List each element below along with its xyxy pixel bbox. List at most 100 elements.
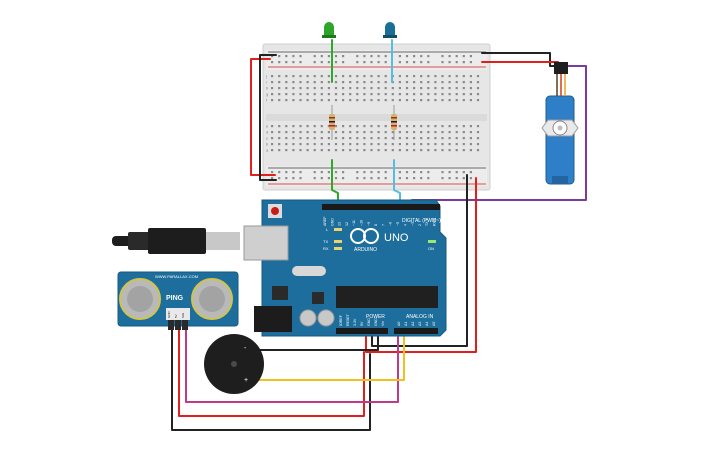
rx-led-label: RX (323, 246, 329, 251)
breadboard-hole (377, 177, 380, 180)
resistor-blue-led[interactable] (391, 105, 397, 140)
breadboard-hole (391, 137, 394, 140)
breadboard-hole (306, 99, 309, 102)
breadboard-hole (391, 93, 394, 96)
breadboard-hole (363, 171, 366, 174)
breadboard-hole (342, 143, 345, 146)
breadboard-hole (441, 171, 444, 174)
wire-red-servo-power[interactable] (481, 61, 559, 71)
breadboard-hole (349, 75, 352, 78)
breadboard-hole (313, 61, 316, 64)
pin-label: TX 1 (425, 218, 429, 226)
breadboard-hole (398, 177, 401, 180)
breadboard-hole (427, 61, 430, 64)
breadboard-hole (285, 81, 288, 84)
breadboard-hole (334, 81, 338, 84)
breadboard-hole (455, 143, 458, 146)
breadboard-hole (370, 149, 373, 152)
breadboard-hole (285, 143, 288, 146)
breadboard-hole (363, 81, 366, 84)
breadboard-hole (320, 75, 323, 78)
wire-black-sensor-gnd[interactable] (171, 329, 371, 431)
breadboard-hole (455, 171, 458, 174)
breadboard-hole (469, 75, 472, 78)
breadboard-hole (349, 137, 352, 140)
breadboard-hole (271, 177, 274, 180)
breadboard-hole (285, 55, 288, 58)
breadboard-hole (441, 61, 444, 64)
breadboard-hole (413, 177, 416, 180)
servo-motor[interactable] (541, 62, 579, 185)
led-tx-indicator (334, 240, 342, 243)
wire-yellow-buzzer[interactable] (249, 329, 405, 381)
breadboard-hole (370, 61, 373, 64)
wire-black-top-rail[interactable] (481, 52, 557, 67)
wire-black-gnd-arduino[interactable] (371, 174, 468, 347)
breadboard-hole (313, 171, 316, 174)
breadboard-hole (342, 177, 345, 180)
breadboard-hole (405, 75, 409, 78)
breadboard-hole (462, 137, 465, 140)
breadboard-hole (420, 87, 423, 90)
green-led[interactable] (322, 22, 336, 38)
breadboard-hole (292, 125, 295, 128)
wire-red-5v-arduino[interactable] (365, 177, 477, 353)
breadboard-hole (441, 87, 444, 90)
breadboard-hole (299, 171, 302, 174)
breadboard-hole (420, 131, 423, 134)
breadboard-hole (342, 93, 345, 96)
breadboard-hole (292, 137, 295, 140)
breadboard-hole (306, 149, 309, 152)
breadboard-hole (278, 125, 281, 128)
breadboard-hole (278, 143, 281, 146)
breadboard-hole (462, 149, 465, 152)
blue-led[interactable] (383, 22, 397, 38)
breadboard-hole (334, 87, 338, 90)
arduino-uno[interactable]: UNO ARDUINO DIGITAL (PWM~) L TX RX ON PO… (243, 199, 447, 337)
breadboard-hole (413, 137, 416, 140)
power-section-label: POWER (366, 314, 385, 320)
breadboard-hole (327, 81, 330, 84)
breadboard-hole (448, 93, 451, 96)
breadboard-hole (476, 99, 480, 102)
on-led-label: ON (428, 246, 434, 251)
breadboard-hole (356, 93, 359, 96)
breadboard-hole (405, 93, 409, 96)
breadboard-hole (398, 125, 401, 128)
resistor-green-led[interactable] (329, 105, 335, 140)
breadboard-hole (448, 99, 451, 102)
breadboard-hole (292, 149, 295, 152)
breadboard-hole (327, 61, 330, 64)
wire-black-buzzer[interactable] (249, 329, 379, 351)
breadboard-hole (285, 177, 288, 180)
breadboard-hole (342, 55, 345, 58)
breadboard-hole (342, 99, 345, 102)
breadboard-hole (327, 171, 330, 174)
power-header (336, 328, 388, 334)
wire-magenta-sensor-sig[interactable] (185, 329, 399, 403)
breadboard-hole (434, 99, 437, 102)
breadboard-hole (413, 171, 416, 174)
breadboard-hole (469, 93, 472, 96)
wire-red-sensor-5v[interactable] (178, 329, 365, 417)
breadboard-hole (299, 177, 302, 180)
breadboard-hole (469, 61, 472, 64)
breadboard-hole (306, 87, 309, 90)
breadboard-hole (462, 171, 465, 174)
breadboard-hole (285, 125, 288, 128)
breadboard-hole (306, 81, 309, 84)
breadboard-hole (320, 61, 323, 64)
breadboard-hole (377, 87, 380, 90)
breadboard-row-letter: b (266, 142, 269, 147)
breadboard-hole (377, 125, 380, 128)
breadboard-hole (285, 131, 288, 134)
breadboard-hole (313, 125, 316, 128)
piezo-buzzer[interactable]: - + (204, 334, 264, 394)
breadboard-hole (413, 61, 416, 64)
breadboard-hole (434, 131, 437, 134)
breadboard-hole (320, 143, 323, 146)
breadboard-hole (356, 87, 359, 90)
wire-black-left-rail[interactable] (259, 54, 277, 181)
breadboard-hole (306, 131, 309, 134)
